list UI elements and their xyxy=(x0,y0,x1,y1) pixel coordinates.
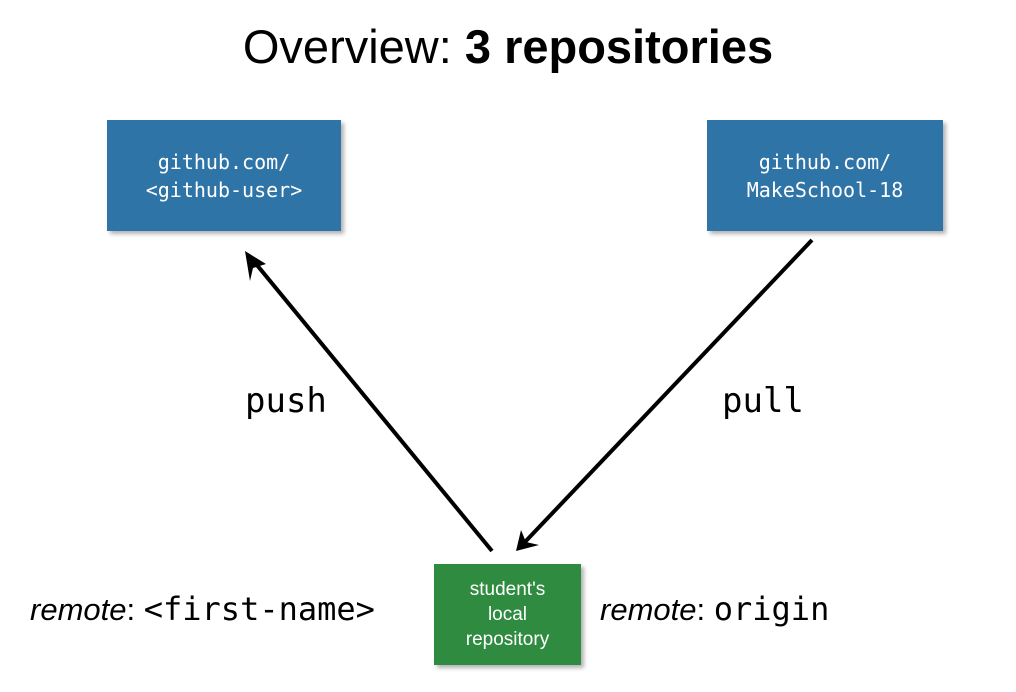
repo-box-local-line2: local xyxy=(487,604,528,625)
repo-box-local[interactable]: student's local repository xyxy=(434,564,581,665)
remote-caption-left-colon: : xyxy=(126,592,136,627)
push-arrow-label: push xyxy=(245,381,327,421)
page-title-bold: 3 repositories xyxy=(464,20,774,73)
repo-box-github-user-line1: github.com/ xyxy=(157,149,291,174)
repo-box-github-user-line2: <github-user> xyxy=(145,177,303,202)
repo-box-local-line3: repository xyxy=(465,629,550,650)
remote-caption-right: remote: origin xyxy=(600,589,829,630)
repo-box-makeschool-line1: github.com/ xyxy=(758,149,892,174)
repo-box-github-user[interactable]: github.com/ <github-user> xyxy=(107,120,341,231)
remote-caption-right-value: origin xyxy=(713,590,830,628)
repo-box-makeschool[interactable]: github.com/ MakeSchool-18 xyxy=(707,120,943,231)
pull-arrow-label: pull xyxy=(722,381,804,421)
remote-caption-right-colon: : xyxy=(696,592,706,627)
pull-arrow-head-icon xyxy=(516,530,539,551)
repo-box-local-line1: student's xyxy=(469,579,546,600)
remote-caption-right-word: remote xyxy=(600,592,697,627)
remote-caption-left: remote: <first-name> xyxy=(30,589,375,630)
page-title: Overview: 3 repositories xyxy=(0,18,1016,76)
remote-caption-left-value: <first-name> xyxy=(143,590,375,628)
remote-caption-left-word: remote xyxy=(30,592,127,627)
repo-box-makeschool-line2: MakeSchool-18 xyxy=(746,177,904,202)
page-title-regular: Overview: xyxy=(242,20,465,73)
push-arrow-head-icon xyxy=(245,251,266,281)
